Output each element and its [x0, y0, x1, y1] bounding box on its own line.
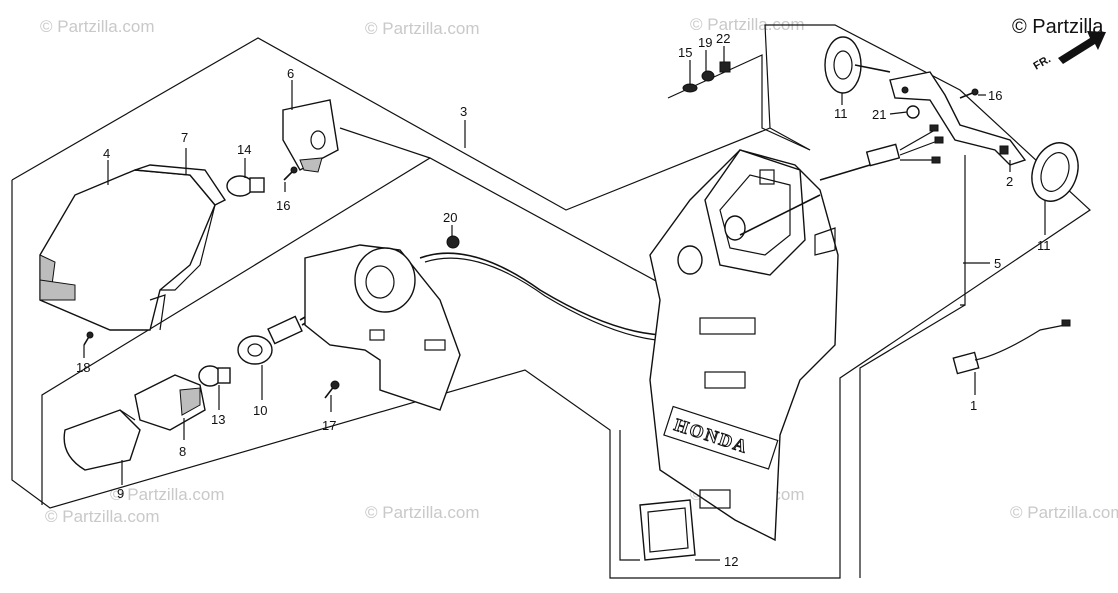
- rear-fender: HONDA: [649, 149, 839, 542]
- watermark: © Partzilla.com: [110, 485, 225, 504]
- callout-9: 9: [117, 486, 124, 501]
- watermark: © Partzilla.com: [1010, 503, 1118, 522]
- screw-part: [283, 166, 298, 181]
- stay-bracket: [889, 71, 1027, 166]
- callout-15: 15: [678, 45, 692, 60]
- nut-part: [719, 61, 731, 73]
- callout-16: 16: [988, 88, 1002, 103]
- callout-labels: 1 2 3 4 5 6 7 8 9 10 11 11 12 13 14 15 1…: [76, 31, 1051, 569]
- callout-11: 11: [1037, 238, 1051, 253]
- callout-13: 13: [211, 412, 225, 427]
- tail-light-assembly: [39, 164, 227, 331]
- callout-3: 3: [460, 104, 467, 119]
- bracket-part: [282, 99, 339, 173]
- callout-7: 7: [181, 130, 188, 145]
- group-outlines: [11, 24, 1091, 579]
- reflector-part: [639, 499, 696, 561]
- watermark: © Partzilla.com: [40, 17, 155, 36]
- connector-wires: [819, 124, 944, 181]
- turn-signal-housing: [134, 374, 206, 431]
- signal-bulb: [198, 365, 231, 387]
- callout-6: 6: [287, 66, 294, 81]
- callout-1: 1: [970, 398, 977, 413]
- bulb-socket-part: [952, 319, 1071, 375]
- washer-part: [701, 70, 715, 82]
- callout-21: 21: [872, 107, 886, 122]
- callout-4: 4: [103, 146, 110, 161]
- callout-14: 14: [237, 142, 251, 157]
- watermark: © Partzilla.com: [690, 15, 805, 34]
- round-reflector: [824, 36, 891, 94]
- socket-part: [237, 335, 273, 365]
- license-bracket: [304, 244, 461, 411]
- brand-label: © Partzilla: [1012, 16, 1104, 38]
- leader-lines: [83, 46, 1046, 561]
- watermarks: © Partzilla.com © Partzilla.com © Partzi…: [40, 15, 1118, 526]
- callout-22: 22: [716, 31, 730, 46]
- callout-5: 5: [994, 256, 1001, 271]
- turn-signal-lens: [63, 409, 141, 471]
- nut-part: [446, 235, 460, 249]
- callout-2: 2: [1006, 174, 1013, 189]
- watermark: © Partzilla.com: [365, 503, 480, 522]
- watermark: © Partzilla.com: [365, 19, 480, 38]
- nut-part: [906, 105, 920, 119]
- screw-part: [83, 331, 94, 346]
- bulb-part: [226, 175, 265, 197]
- callout-18: 18: [76, 360, 90, 375]
- callout-10: 10: [253, 403, 267, 418]
- round-reflector: [1031, 142, 1079, 202]
- callout-12: 12: [724, 554, 738, 569]
- direction-label: FR.: [1032, 53, 1053, 72]
- bolt-part: [324, 380, 340, 399]
- callout-11: 11: [834, 106, 848, 121]
- watermark: © Partzilla.com: [45, 507, 160, 526]
- callout-20: 20: [443, 210, 457, 225]
- callout-16: 16: [276, 198, 290, 213]
- washer-part: [682, 83, 698, 93]
- callout-19: 19: [698, 35, 712, 50]
- screw-part: [959, 88, 979, 99]
- callout-8: 8: [179, 444, 186, 459]
- callout-17: 17: [322, 418, 336, 433]
